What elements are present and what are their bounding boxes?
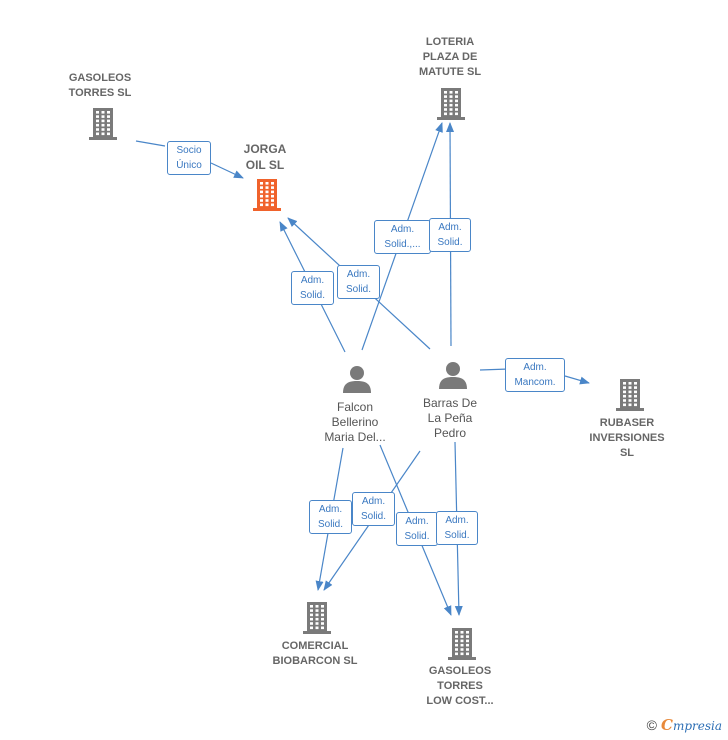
edge-badge-socio-unico[interactable]: Socio Único [167, 141, 211, 175]
empresia-logo[interactable]: Cmpresia [661, 716, 722, 734]
building-icon[interactable] [614, 377, 646, 411]
node-label-gasoleos-low: GASOLEOS TORRES LOW COST... [426, 665, 494, 707]
node-label-comercial: COMERCIAL BIOBARCON SL [272, 640, 358, 667]
building-icon[interactable] [435, 86, 467, 120]
edge-badge-adm-solid[interactable]: Adm. Solid.,... [374, 220, 431, 254]
node-label-loteria: LOTERIA PLAZA DE MATUTE SL [418, 36, 482, 78]
edge-badge-adm-solid[interactable]: Adm. Solid. [337, 265, 380, 299]
edge-badge-adm-solid[interactable]: Adm. Solid. [291, 271, 334, 305]
edge-badge-adm-solid[interactable]: Adm. Solid. [352, 492, 395, 526]
node-label-falcon: Falcon Bellerino Maria Del... [324, 400, 386, 444]
node-label-jorga-oil: JORGA OIL SL [243, 142, 287, 172]
node-label-rubaser: RUBASER INVERSIONES SL [589, 417, 665, 459]
relationship-edge [210, 162, 244, 179]
relationship-edge [135, 140, 166, 147]
building-icon[interactable] [251, 177, 283, 211]
person-icon[interactable] [438, 360, 468, 390]
relationship-edge [564, 375, 590, 385]
footer-brand: © Cmpresia [647, 716, 722, 734]
person-icon[interactable] [342, 364, 372, 394]
edge-badge-adm-solid[interactable]: Adm. Solid. [429, 218, 471, 252]
building-icon[interactable] [87, 106, 119, 140]
edge-badge-adm-solid[interactable]: Adm. Solid. [309, 500, 352, 534]
edge-badge-adm-solid[interactable]: Adm. Solid. [396, 512, 438, 546]
copyright-symbol: © [646, 717, 657, 733]
building-icon[interactable] [446, 626, 478, 660]
logo-text: mpresia [672, 719, 722, 733]
edge-badge-adm-mancom[interactable]: Adm. Mancom. [505, 358, 565, 392]
edge-badge-adm-solid[interactable]: Adm. Solid. [436, 511, 478, 545]
node-label-gasoleos-torres: GASOLEOS TORRES SL [68, 72, 132, 99]
node-label-barras: Barras De La Peña Pedro [422, 396, 478, 440]
logo-letter: C [660, 716, 673, 734]
building-icon[interactable] [301, 600, 333, 634]
